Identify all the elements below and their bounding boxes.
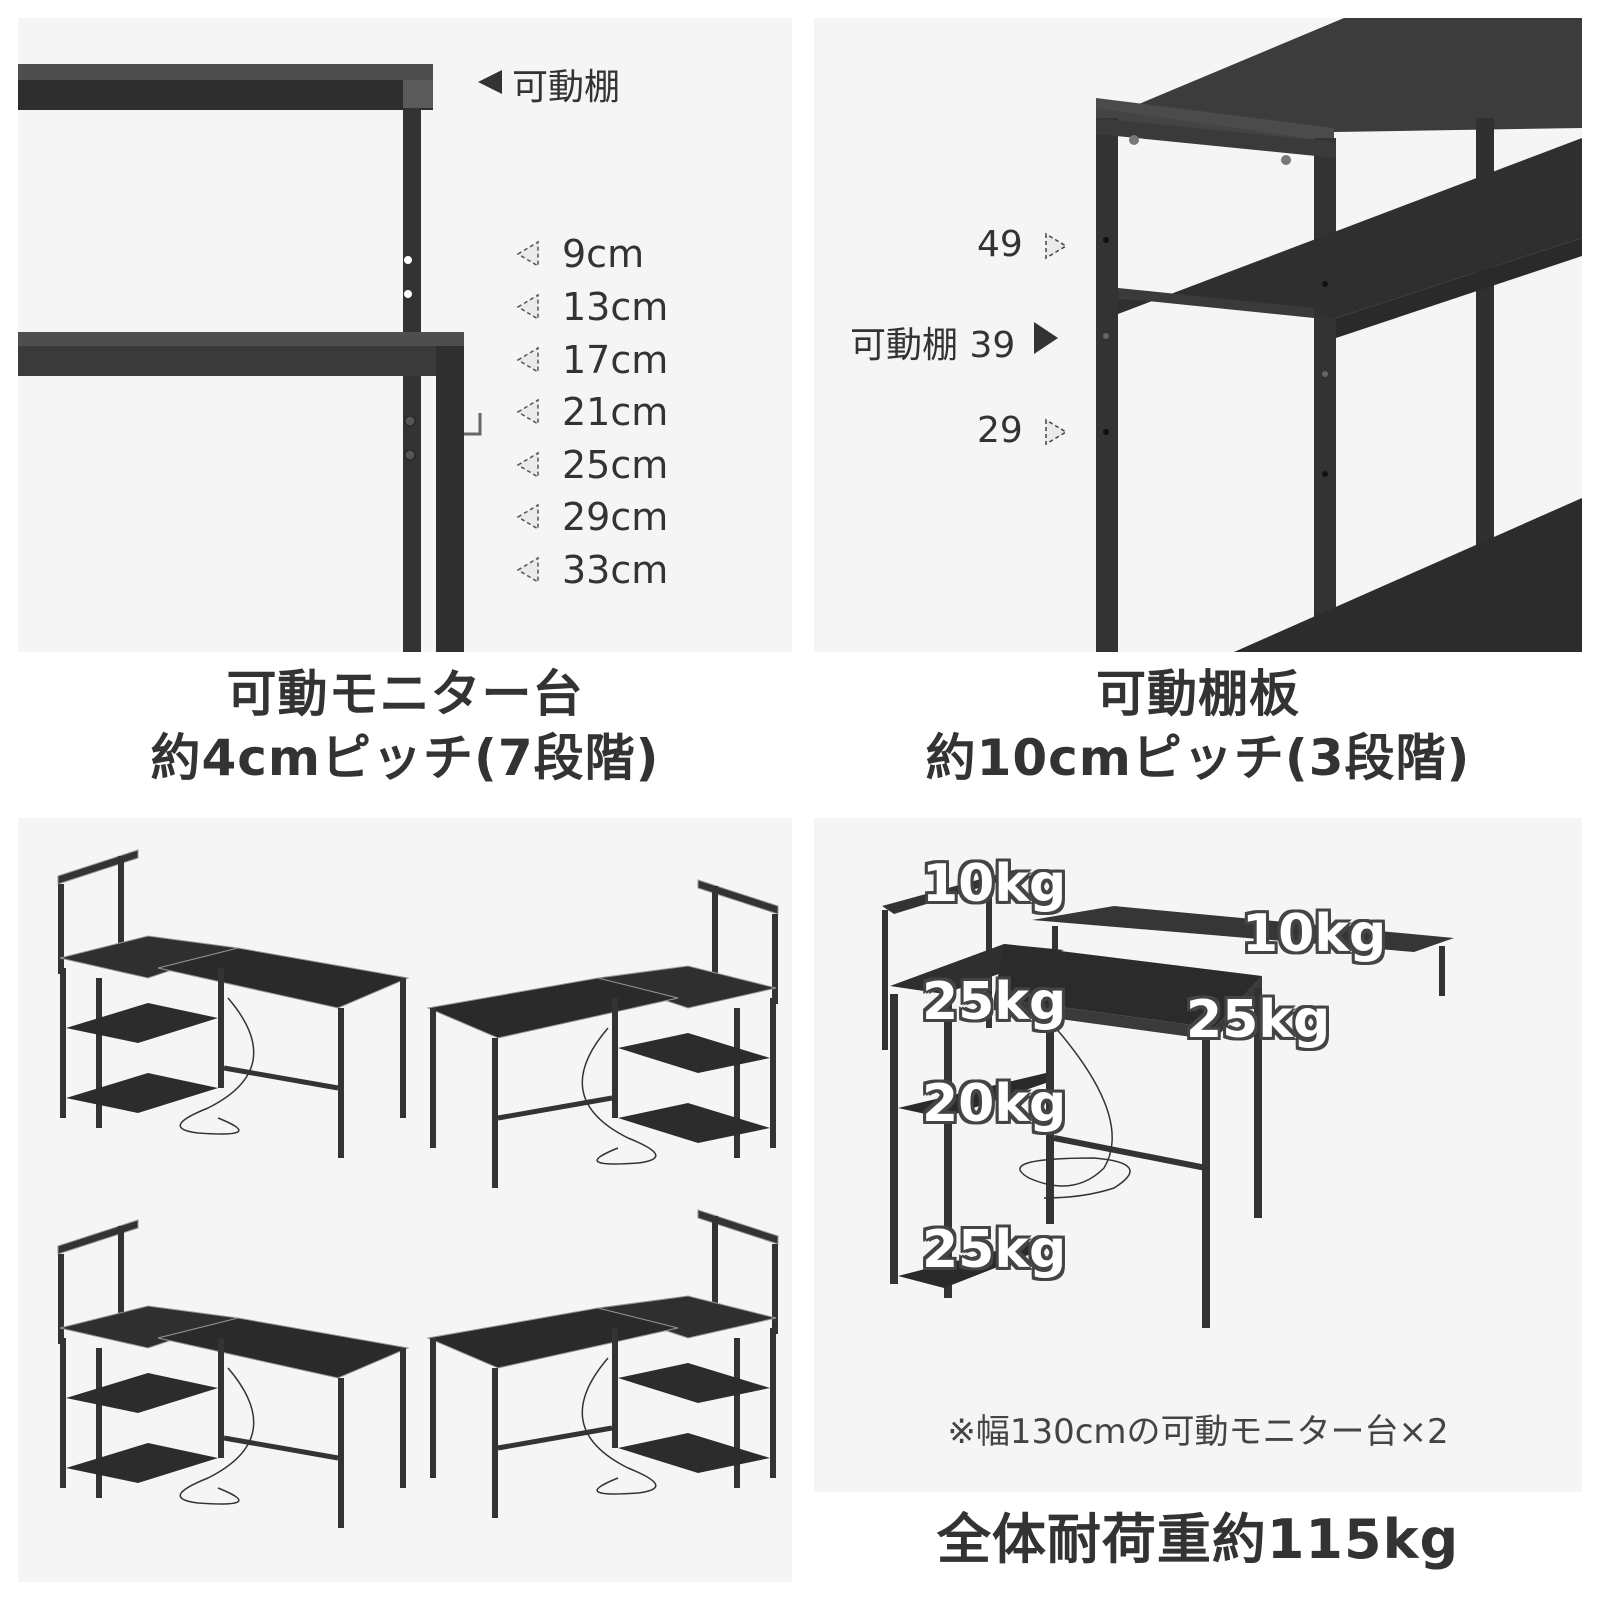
load-capacity-illustration bbox=[882, 870, 1454, 1328]
adjustable-shelf-label: 可動棚 bbox=[512, 67, 621, 108]
monitor-stand-caption: 可動モニター台 約4cmピッチ(7段階) bbox=[18, 662, 792, 790]
active-shelf-label: 可動棚 39 bbox=[850, 325, 1016, 366]
shelf-board-illustration bbox=[1034, 18, 1582, 652]
pitch-option: 25cm bbox=[562, 443, 669, 487]
arrow-left-icon bbox=[478, 70, 502, 94]
load-main-desk-top: 25kg bbox=[1186, 990, 1331, 1050]
monitor-stand-panel: 可動棚 9cm 13cm 17cm 21cm 25cm 29cm 33cm bbox=[18, 18, 792, 652]
load-bottom-shelf: 25kg bbox=[922, 1220, 1067, 1280]
pitch-option: 21cm bbox=[562, 390, 669, 434]
caption-line-1: 可動モニター台 bbox=[226, 665, 584, 723]
monitor-stand-note: ※幅130cmの可動モニター台×2 bbox=[947, 1412, 1449, 1452]
layout-variants-illustration bbox=[18, 818, 792, 1582]
caption-line-2: 約4cmピッチ(7段階) bbox=[150, 729, 660, 787]
pitch-option: 13cm bbox=[562, 285, 669, 329]
load-left-top-shelf: 10kg bbox=[922, 854, 1067, 914]
pitch-option: 29cm bbox=[562, 495, 669, 539]
shelf-board-caption: 可動棚板 約10cmピッチ(3段階) bbox=[814, 662, 1582, 790]
load-left-desk-top: 25kg bbox=[922, 972, 1067, 1032]
caption-line-1: 可動棚板 bbox=[1096, 665, 1300, 723]
pitch-option: 9cm bbox=[562, 232, 645, 276]
load-middle-shelf: 20kg bbox=[922, 1074, 1067, 1134]
caption-line-2: 約10cmピッチ(3段階) bbox=[925, 729, 1471, 787]
pitch-option: 17cm bbox=[562, 338, 669, 382]
load-capacity-panel: 10kg 10kg 25kg 25kg 20kg 25kg ※幅130cmの可動… bbox=[814, 818, 1582, 1492]
shelf-position-29: 29 bbox=[977, 410, 1023, 451]
pitch-option: 33cm bbox=[562, 548, 669, 592]
layout-variants-panel bbox=[18, 818, 792, 1582]
load-right-monitor-shelf: 10kg bbox=[1242, 904, 1387, 964]
shelf-position-49: 49 bbox=[977, 224, 1023, 265]
arrow-right-icon bbox=[1034, 322, 1058, 354]
shelf-board-panel: 49 可動棚 39 29 bbox=[814, 18, 1582, 652]
total-load-caption: 全体耐荷重約115kg bbox=[936, 1508, 1460, 1571]
monitor-stand-illustration bbox=[18, 64, 539, 652]
